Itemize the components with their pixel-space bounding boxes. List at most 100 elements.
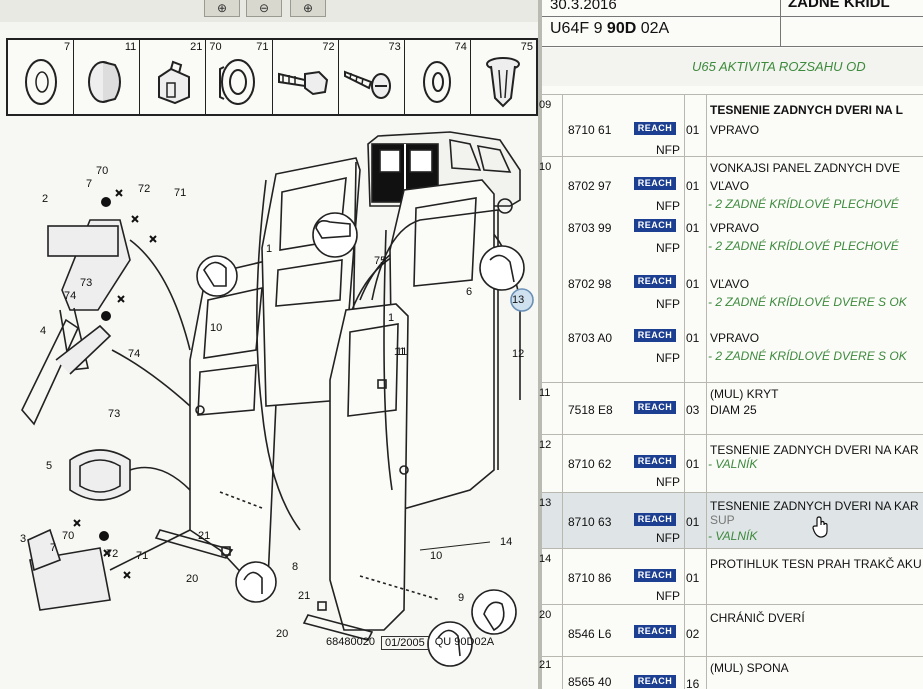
zoom-fit-button[interactable]: ⊕ <box>290 0 326 17</box>
part-reference[interactable]: 8710 86 <box>568 571 612 585</box>
reach-badge: REACH <box>634 275 676 288</box>
callout-label[interactable]: 8 <box>292 561 299 573</box>
table-row[interactable]: 12 TESNENIE ZADNYCH DVERI NA KAR 8710 62… <box>539 434 923 493</box>
callout-label[interactable]: 73 <box>108 408 121 420</box>
callout-label[interactable]: 6 <box>466 286 473 298</box>
part-number: 75 <box>520 41 533 53</box>
part-reference[interactable]: 8703 99 <box>568 221 612 235</box>
reach-badge: REACH <box>634 122 676 135</box>
part-reference[interactable]: 8710 61 <box>568 123 612 137</box>
part-number: 74 <box>454 41 467 53</box>
callout-label[interactable]: 11 <box>394 346 406 358</box>
nfp-label: NFP <box>656 351 680 365</box>
callout-label[interactable]: 7 <box>50 542 57 554</box>
callout-label[interactable]: 7 <box>86 178 93 190</box>
callout-label[interactable]: 20 <box>276 628 289 640</box>
section-title: U65 AKTIVITA ROZSAHU OD <box>692 59 866 74</box>
row-title: CHRÁNIČ DVERÍ <box>710 611 805 625</box>
nfp-label: NFP <box>656 143 680 157</box>
row-description: VĽAVO <box>710 179 750 193</box>
callout-label[interactable]: 71 <box>136 550 149 562</box>
part-cell[interactable]: 7 <box>8 40 75 114</box>
callout-label[interactable]: 3 <box>20 533 27 545</box>
part-reference[interactable]: 8565 40 <box>568 675 612 689</box>
reach-badge: REACH <box>634 675 676 688</box>
quantity: 01 <box>686 277 700 291</box>
callout-label[interactable]: 70 <box>96 165 109 177</box>
table-row[interactable]: 14 PROTIHLUK TESN PRAH TRAKČ AKU 8710 86… <box>539 548 923 605</box>
callout-label[interactable]: 9 <box>458 592 465 604</box>
part-cell[interactable]: 72 <box>273 40 339 114</box>
callout-label[interactable]: 74 <box>128 348 141 360</box>
part-reference[interactable]: 8546 L6 <box>568 627 612 641</box>
callout-label[interactable]: 73 <box>80 277 93 289</box>
clip-icon <box>157 60 190 105</box>
callout-label[interactable]: 74 <box>64 290 77 302</box>
callout-label[interactable]: 4 <box>40 325 47 337</box>
callout-label[interactable]: 21 <box>198 530 211 542</box>
reach-badge: REACH <box>634 569 676 582</box>
callout-label[interactable]: 14 <box>500 536 513 548</box>
part-reference[interactable]: 8702 98 <box>568 277 612 291</box>
part-reference[interactable]: 8702 97 <box>568 179 612 193</box>
nfp-label: NFP <box>656 297 680 311</box>
part-cell[interactable]: 75 <box>471 40 536 114</box>
callout-label[interactable]: 5 <box>46 460 53 472</box>
screw-icon <box>344 70 392 99</box>
zoom-out-button[interactable]: ⊖ <box>246 0 282 17</box>
flat-washer-icon <box>423 61 452 103</box>
part-cell[interactable]: 74 <box>405 40 471 114</box>
part-cell[interactable]: 73 <box>339 40 405 114</box>
zoom-in-button[interactable]: ⊕ <box>204 0 240 17</box>
row-title: TESNENIE ZADNYCH DVERI NA KAR <box>710 443 919 457</box>
table-row[interactable]: 11 (MUL) KRYT 7518 E8 REACH 03 DIAM 25 <box>539 382 923 435</box>
callout-label[interactable]: 10 <box>430 550 443 562</box>
row-description: VPRAVO <box>710 123 760 137</box>
callout-label[interactable]: 1 <box>266 243 273 255</box>
quantity: 01 <box>686 457 700 471</box>
panel-divider[interactable] <box>538 0 542 689</box>
part-reference[interactable]: 7518 E8 <box>568 403 613 417</box>
part-number: 72 <box>322 41 335 53</box>
row-note: - VALNÍK <box>708 457 758 471</box>
callout-label[interactable]: 70 <box>62 530 75 542</box>
quantity: 01 <box>686 221 700 235</box>
row-description: VĽAVO <box>710 277 750 291</box>
row-description: SUP <box>710 513 735 527</box>
callout-label[interactable]: 71 <box>174 187 187 199</box>
callout-label[interactable]: 21 <box>298 590 311 602</box>
callout-label[interactable]: 11 <box>396 346 408 358</box>
callout-label[interactable]: 72 <box>106 548 119 560</box>
row-number: 10 <box>539 161 552 173</box>
header-divider <box>542 46 923 47</box>
part-reference[interactable]: 8703 A0 <box>568 331 613 345</box>
callout-label[interactable]: 10 <box>210 322 223 334</box>
part-reference[interactable]: 8710 63 <box>568 515 612 529</box>
row-number: 12 <box>539 439 552 451</box>
callout-label[interactable]: 75 <box>374 255 387 267</box>
table-row[interactable]: 09 TESNENIE ZADNYCH DVERI NA L 8710 61 R… <box>539 94 923 157</box>
quantity: 02 <box>686 627 700 641</box>
callout-label[interactable]: 2 <box>42 193 49 205</box>
door-assembly-drawing <box>21 131 534 667</box>
row-note: - VALNÍK <box>708 529 758 543</box>
table-row[interactable]: 21 (MUL) SPONA 8565 40 REACH 16 <box>539 656 923 689</box>
header-divider <box>542 16 923 17</box>
table-row-selected[interactable]: 13 TESNENIE ZADNYCH DVERI NA KAR 8710 63… <box>539 492 923 549</box>
part-cell[interactable]: 11 <box>74 40 141 114</box>
table-row[interactable]: 20 CHRÁNIČ DVERÍ 8546 L6 REACH 02 <box>539 604 923 657</box>
callout-label[interactable]: 13 <box>512 294 525 306</box>
part-reference[interactable]: 8710 62 <box>568 457 612 471</box>
zoom-in-icon: ⊕ <box>216 1 228 15</box>
callout-label[interactable]: 20 <box>186 573 199 585</box>
callout-label[interactable]: 1 <box>388 312 395 324</box>
cap-icon <box>87 61 121 103</box>
row-title: (MUL) SPONA <box>710 661 789 675</box>
callout-label[interactable]: 72 <box>138 183 151 195</box>
callout-label[interactable]: 12 <box>512 348 525 360</box>
part-cell[interactable]: 21 <box>140 40 207 114</box>
part-number: 70 <box>209 41 222 53</box>
